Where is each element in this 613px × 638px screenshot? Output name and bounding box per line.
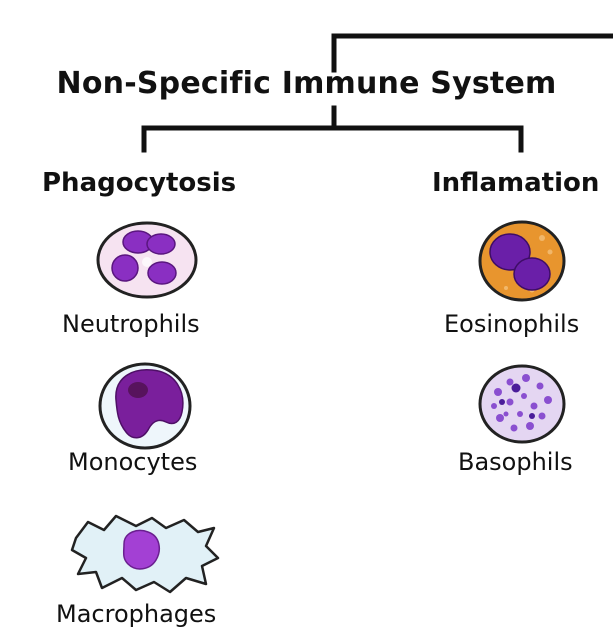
cell-label-macrophages: Macrophages [56, 600, 217, 628]
top-connector [331, 33, 613, 73]
cell-label-basophils: Basophils [458, 448, 573, 476]
cell-label-eosinophils: Eosinophils [444, 310, 580, 338]
neutrophil-icon [96, 221, 198, 299]
cell-label-monocytes: Monocytes [68, 448, 198, 476]
cell-label-neutrophils: Neutrophils [62, 310, 200, 338]
macrophage-icon [70, 514, 220, 594]
monocyte-icon [98, 362, 192, 450]
branch-label-phagocytosis: Phagocytosis [42, 168, 237, 198]
basophil-icon [478, 364, 566, 444]
branch-label-inflamation: Inflamation [432, 168, 600, 198]
diagram-title: Non-Specific Immune System [56, 66, 557, 101]
eosinophil-icon [478, 220, 566, 302]
